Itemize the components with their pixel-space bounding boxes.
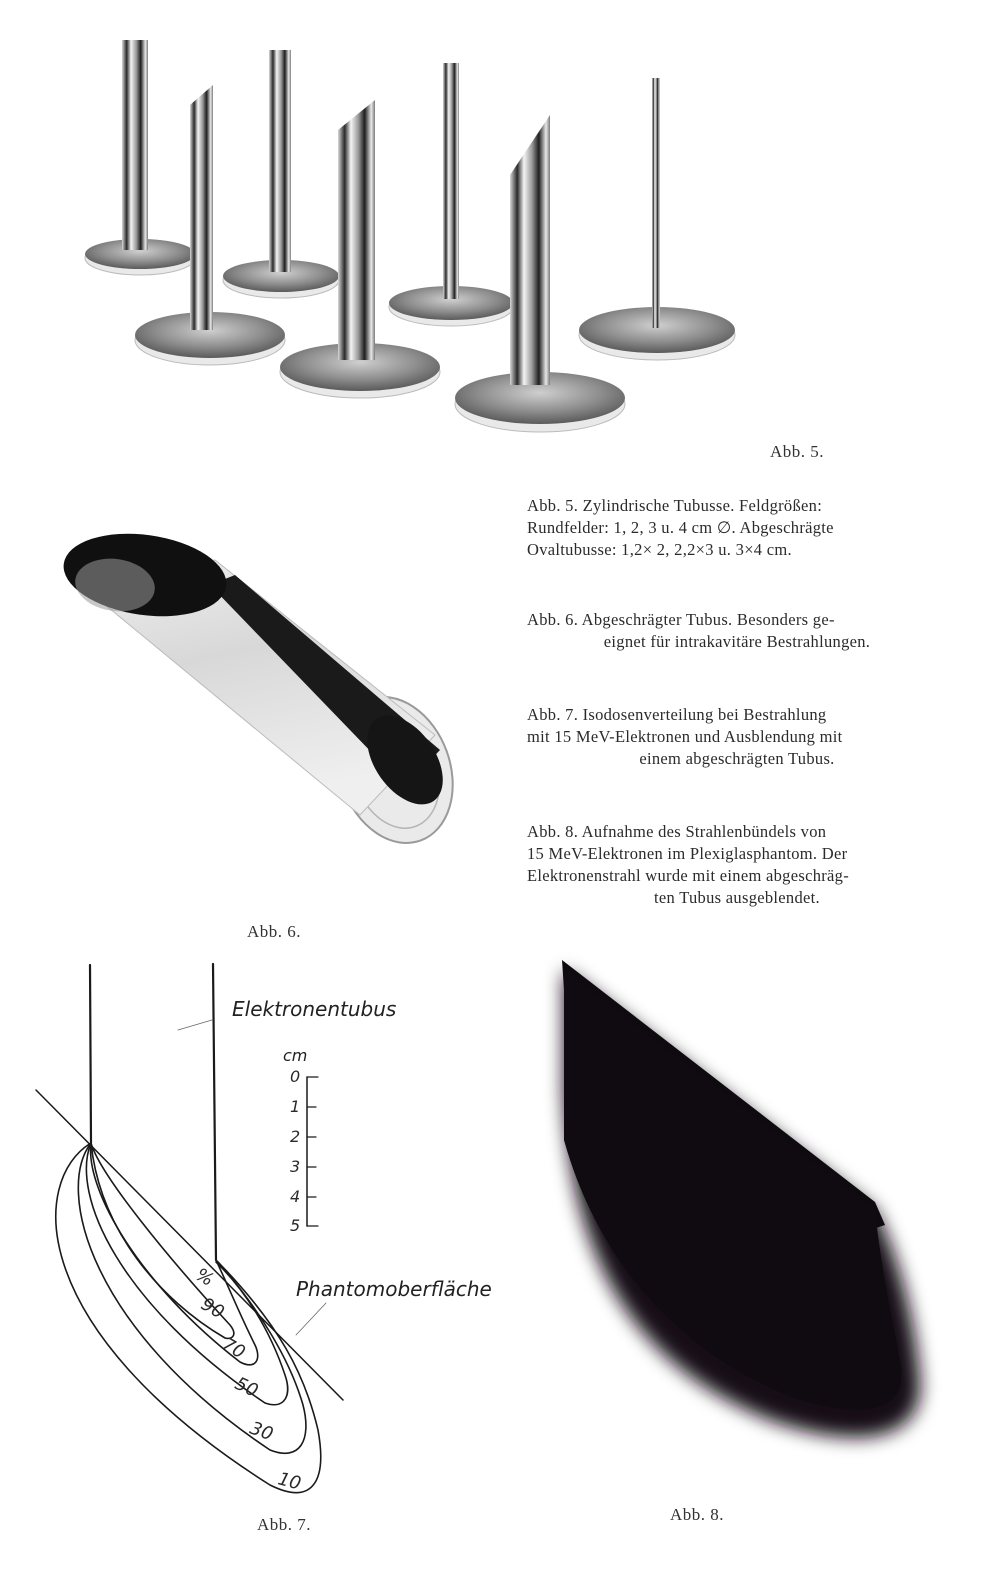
figure-5-caption: Abb. 5. Zylindrische Tubusse. Feldgrößen… <box>527 495 947 561</box>
caption-line: 15 MeV-Elektronen im Plexiglasphantom. D… <box>527 844 848 863</box>
phantom-surface-line <box>35 1089 344 1401</box>
scale-tick-0: 0 <box>290 1067 301 1086</box>
caption-line: Elektronenstrahl wurde mit einem abgesch… <box>527 866 850 885</box>
figure-7-caption: Abb. 7. Isodosenverteilung bei Bestrahlu… <box>527 704 947 770</box>
scale-tick-2: 2 <box>290 1127 301 1146</box>
caption-line: Abb. 6. Abgeschrägter Tubus. Besonders g… <box>527 610 835 629</box>
isodose-10 <box>55 1142 322 1494</box>
caption-line: mit 15 MeV-Elektronen und Ausblendung mi… <box>527 727 843 746</box>
caption-line: eignet für intrakavitäre Bestrahlungen. <box>603 632 871 651</box>
figure-6-photo <box>60 525 470 855</box>
figure-7-label: Abb. 7. <box>257 1515 312 1534</box>
caption-line: Abb. 5. Zylindrische Tubusse. Feldgrößen… <box>527 496 823 515</box>
scale-unit: cm <box>283 1046 308 1065</box>
tube-label: Elektronentubus <box>232 997 397 1021</box>
tube-wall-right <box>211 962 218 1262</box>
figure-6-label: Abb. 6. <box>247 922 302 941</box>
electron-beam-exposure <box>562 960 921 1438</box>
beveled-tube-illustration <box>63 533 454 844</box>
figure-7-isodose-diagram: Elektronentubus cm 0 1 2 3 4 5 Phantomob… <box>0 955 520 1515</box>
figure-8-caption: Abb. 8. Aufnahme des Strahlenbündels von… <box>527 821 947 909</box>
tube-wall-left <box>88 963 93 1145</box>
isodose-70 <box>89 1142 259 1366</box>
surface-label: Phantomoberfläche <box>296 1277 492 1301</box>
isodose-diagram-svg <box>35 962 344 1494</box>
scale-tick-4: 4 <box>290 1187 301 1206</box>
isodose-50 <box>85 1142 289 1406</box>
caption-line: Rundfelder: 1, 2, 3 u. 4 cm ∅. Abgeschrä… <box>527 518 834 537</box>
caption-line: einem abgeschrägten Tubus. <box>639 749 835 768</box>
caption-line: ten Tubus ausgeblendet. <box>654 888 820 907</box>
scale-tick-1: 1 <box>290 1097 301 1116</box>
chrome-tubes-illustration <box>84 40 736 433</box>
caption-line: Abb. 7. Isodosenverteilung bei Bestrahlu… <box>527 705 827 724</box>
caption-line: Abb. 8. Aufnahme des Strahlenbündels von <box>527 822 827 841</box>
scale-tick-5: 5 <box>290 1216 301 1235</box>
figure-8-photo <box>540 940 980 1500</box>
figure-6-caption: Abb. 6. Abgeschrägter Tubus. Besonders g… <box>527 609 947 653</box>
figure-5-photo <box>70 30 770 440</box>
scale-tick-3: 3 <box>290 1157 301 1176</box>
isodose-30 <box>77 1142 307 1455</box>
figure-8-label: Abb. 8. <box>670 1505 725 1524</box>
caption-line: Ovaltubusse: 1,2× 2, 2,2×3 u. 3×4 cm. <box>527 540 792 559</box>
figure-5-label: Abb. 5. <box>770 442 825 461</box>
